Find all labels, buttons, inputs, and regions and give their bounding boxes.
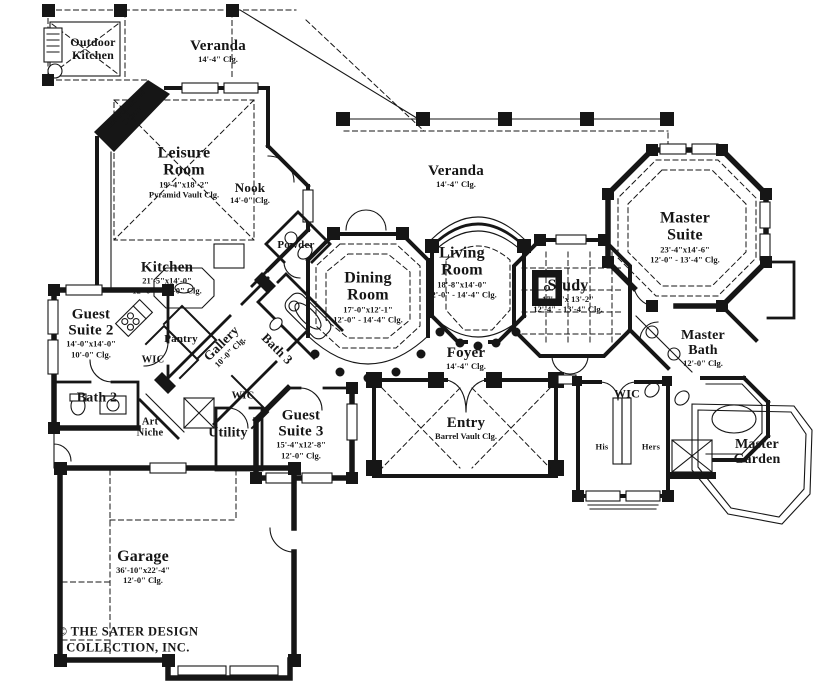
- utility-name: Utility: [208, 425, 248, 441]
- living-room-dims: 18'-8"x14'-0": [437, 279, 487, 290]
- guest-suite-2-name: Guest Suite 2: [68, 306, 114, 339]
- art-niche-name: Art Niche: [136, 416, 164, 439]
- veranda-main-clg: 14'-4" Clg.: [436, 179, 476, 190]
- garage-name: Garage: [117, 548, 169, 566]
- wic-1-label: WIC: [142, 354, 165, 365]
- garage-dims: 36'-10"x22'-4": [116, 565, 170, 576]
- veranda-main-name: Veranda: [428, 162, 484, 179]
- powder-structure: [264, 210, 332, 279]
- nook-name: Nook: [234, 179, 266, 195]
- living-room-clg: 12'-0" - 14'-4" Clg.: [427, 289, 497, 300]
- foyer-clg: 14'-4" Clg.: [446, 361, 486, 372]
- living-room-name: Living Room: [439, 244, 485, 279]
- guest-suite-3-dims: 15'-4"x12'-8": [276, 440, 326, 451]
- utility-label: Utility: [208, 425, 248, 440]
- master-suite-structure: [602, 143, 772, 312]
- dining-room-dims: 17'-0"x12'-1": [343, 304, 393, 315]
- veranda-top-clg: 14'-4" Clg.: [198, 54, 238, 65]
- wic-1-name: WIC: [141, 354, 165, 366]
- wic-2-label: WIC: [232, 390, 255, 401]
- dining-room-name: Dining Room: [344, 269, 392, 304]
- guest-suite-3-clg: 12'-0" Clg.: [281, 450, 321, 461]
- master-suite-dims: 23'-4"x14'-6": [660, 244, 710, 255]
- study-name: Study: [547, 277, 589, 295]
- hers-closet-label: Hers: [642, 442, 660, 451]
- master-suite-clg: 12'-0" - 13'-4" Clg.: [650, 254, 720, 265]
- wic-2-name: WIC: [231, 390, 255, 402]
- master-suite-name: Master Suite: [659, 209, 711, 244]
- dining-room-clg: 12'-0" - 14'-4" Clg.: [333, 314, 403, 325]
- guest-suite-2-structure: [47, 284, 174, 469]
- copyright-line-2: COLLECTION, INC.: [66, 640, 190, 654]
- copyright-line-1: © THE SATER DESIGN: [57, 624, 199, 639]
- guest-suite-2-clg: 10'-0" Clg.: [71, 349, 111, 360]
- master-garden-label: Master Garden: [733, 437, 780, 467]
- veranda-top-name: Veranda: [190, 37, 246, 54]
- garage-structure: [54, 462, 301, 681]
- his-closet-label: His: [596, 442, 609, 451]
- powder-name: Powder: [277, 239, 315, 252]
- master-wic-structure: [572, 376, 674, 510]
- his-closet-name: His: [595, 441, 609, 452]
- leisure-room-clg: Pyramid Vault Clg.: [148, 189, 220, 200]
- entry-name: Entry: [446, 414, 486, 431]
- leisure-room-dims: 19'-4"x18'-2": [159, 179, 209, 190]
- pantry-name: Pantry: [164, 333, 198, 346]
- guest-suite-2-dims: 14'-0"x14'-0": [66, 339, 116, 350]
- entry-porch-structure: [366, 372, 580, 478]
- kitchen-dims: 21'-5"x14'-0": [142, 275, 192, 286]
- wic-master-name: WIC: [614, 386, 640, 401]
- living-room-structure: [425, 216, 562, 351]
- veranda-top-structure: [42, 4, 674, 147]
- bath-2-label: Bath 2: [77, 390, 118, 405]
- dining-room-structure: [305, 209, 431, 383]
- master-garden-structure: [691, 403, 813, 525]
- outdoor-kitchen-name: Outdoor Kitchen: [70, 35, 116, 62]
- art-niche-label: Art Niche: [137, 417, 164, 440]
- foyer-name: Foyer: [446, 344, 486, 361]
- nook-clg: 14'-0" Clg.: [230, 194, 270, 205]
- study-dims: 17'-3"x 13'-2": [542, 294, 594, 305]
- master-bath-structure: [627, 260, 796, 479]
- pantry-label: Pantry: [164, 333, 198, 346]
- guest-suite-3-name: Guest Suite 3: [278, 407, 324, 440]
- kitchen-structure: [110, 151, 245, 338]
- master-bath-name: Master Bath: [681, 327, 725, 358]
- kitchen-name: Kitchen: [140, 259, 194, 276]
- entry-clg: Barrel Vault Clg.: [435, 431, 497, 442]
- copyright-notice: © THE SATER DESIGN COLLECTION, INC.: [58, 624, 199, 655]
- guest-suite-3-structure: [250, 382, 358, 484]
- master-garden-name: Master Garden: [733, 436, 781, 467]
- garage-clg: 12'-0" Clg.: [123, 575, 163, 586]
- master-bath-clg: 12'-0" Clg.: [683, 358, 723, 369]
- outdoor-kitchen-structure: [42, 21, 121, 86]
- leisure-room-name: Leisure Room: [157, 144, 211, 179]
- leisure-room-structure: [94, 80, 314, 294]
- outdoor-kitchen-label: Outdoor Kitchen: [70, 36, 115, 62]
- kitchen-clg: 12'-0" - 13'-0" Clg.: [132, 286, 202, 297]
- hers-closet-name: Hers: [641, 441, 661, 452]
- wic-master-label: WIC: [614, 386, 640, 401]
- bath-2-name: Bath 2: [76, 390, 118, 406]
- study-clg: 12'-4" - 13'-4" Clg.: [533, 304, 603, 315]
- powder-label: Powder: [277, 239, 315, 252]
